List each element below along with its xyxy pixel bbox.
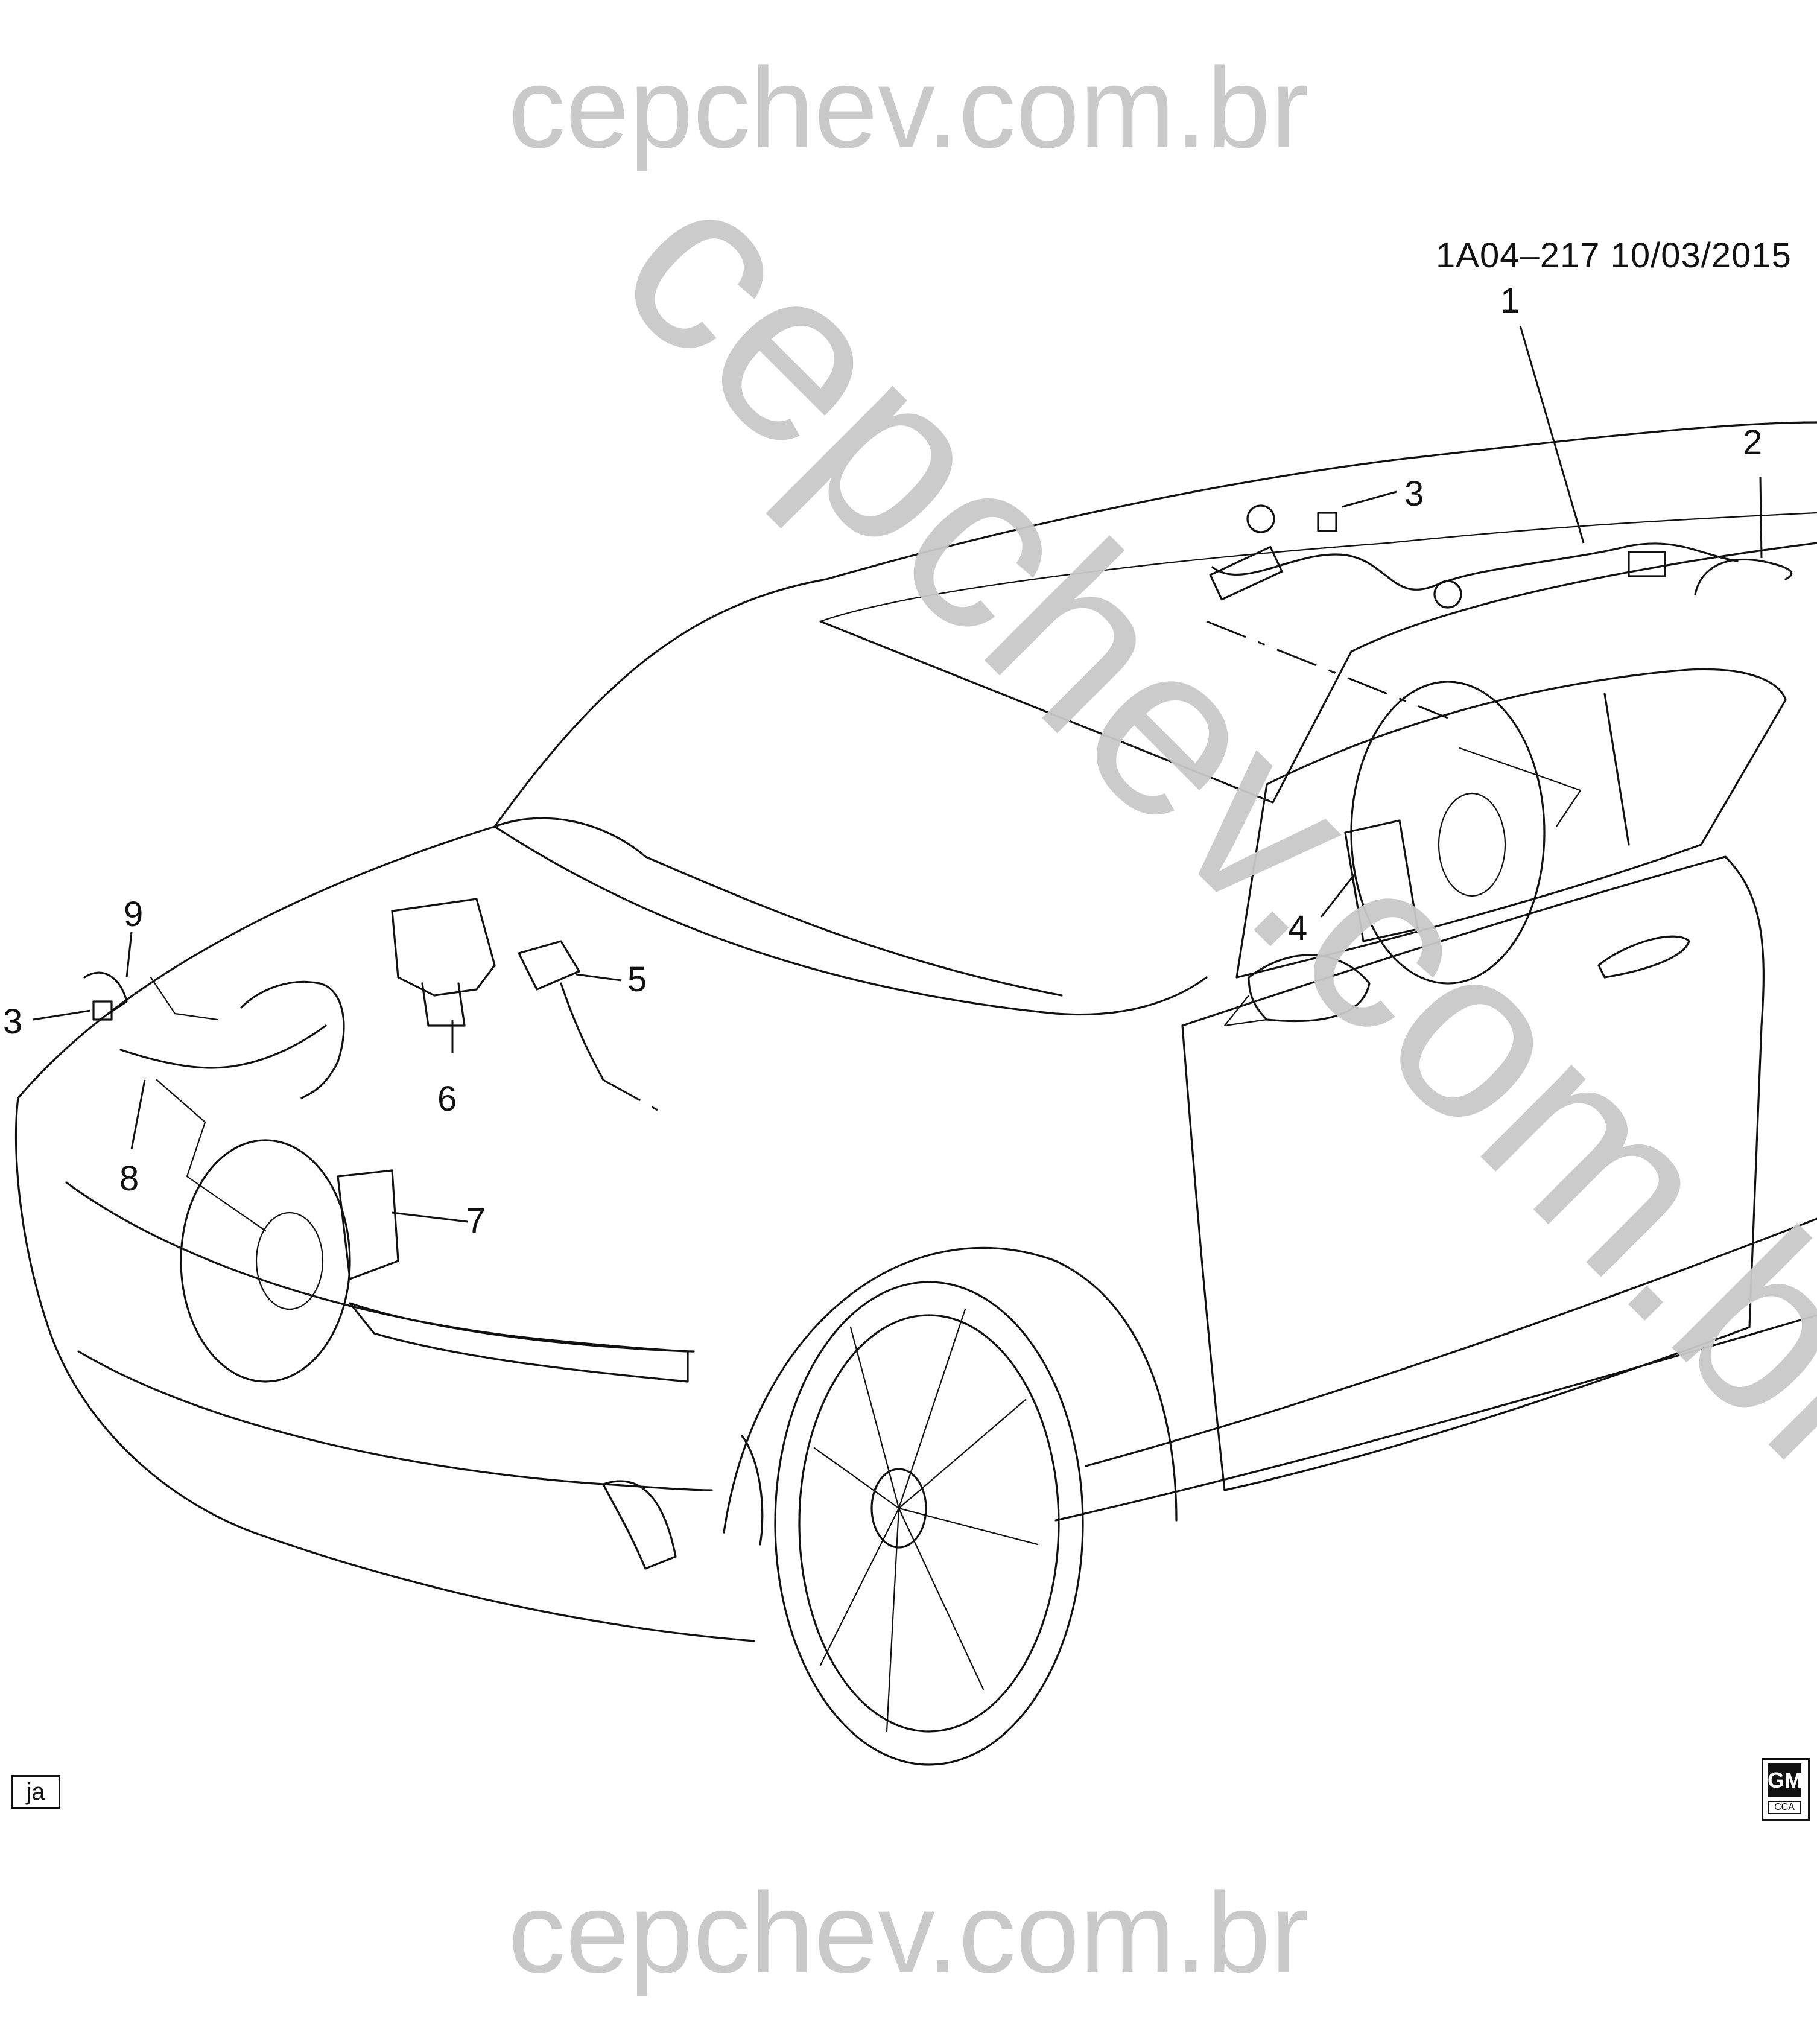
callout-8: 8 [119,1159,139,1198]
part-8-harness [119,1024,327,1069]
part-1-clip [1433,580,1462,609]
part-1-connector-a [1246,504,1275,533]
fog-lamp [602,1480,677,1570]
part-7-rotor [180,1139,351,1383]
part-4-rotor [1350,681,1546,985]
part-4-hub [1438,792,1506,897]
leader-4 [1320,874,1356,918]
grille-lower [77,1350,713,1491]
connection-line-front-clip [150,976,218,1021]
part-3-bolt-upper [1317,512,1337,532]
hood-line [17,817,1063,1099]
part-1-harness [1211,542,1739,591]
watermark-bottom: cepchev.com.br [508,1869,1309,1997]
leader-7 [392,1211,468,1223]
window-pillar [1603,693,1630,846]
mirror [1248,954,1371,1022]
callout-6: 6 [437,1079,457,1119]
side-window [1235,668,1787,979]
wheel-spokes [813,1308,1039,1733]
part-7-caliper [337,1169,399,1280]
wheel-hub [870,1468,927,1549]
leader-3-upper [1342,490,1397,508]
leader-1 [1519,325,1585,544]
a-pillar [1350,542,1817,653]
callout-5: 5 [627,960,647,999]
part-6-bracket [421,982,466,1027]
part-9-clip [83,971,128,1015]
leader-3-lower [33,1009,91,1021]
part-3-bolt-lower [92,1000,113,1021]
leader-5 [576,973,622,982]
drawing-reference: 1A04–217 10/03/2015 [1436,236,1792,275]
watermark-top: cepchev.com.br [508,44,1309,172]
rocker-panel [1054,1314,1817,1522]
callout-2: 2 [1743,423,1763,462]
callout-4: 4 [1288,909,1308,948]
part-1-sensor [1209,545,1283,601]
headlamp [349,1302,689,1383]
windshield-frame [819,620,1352,804]
callout-3-lower: 3 [3,1002,23,1041]
mirror-base [1223,994,1268,1027]
door-outline [1181,855,1765,1491]
windshield-base [493,825,1208,1016]
wheel-arch [723,1246,1178,1534]
callout-3-upper: 3 [1404,474,1424,513]
front-wheel [774,1281,1084,1766]
leader-8 [130,1079,146,1150]
leader-9 [125,932,133,978]
front-bumper [14,1097,755,1642]
artist-code: ja [26,1779,45,1805]
connection-line-front-sensor [156,1079,267,1232]
fender-vent [741,1435,764,1546]
gm-logo: GM CCA [1762,1758,1810,1821]
front-wheel-rim [798,1314,1060,1733]
callout-1: 1 [1500,281,1520,320]
gm-logo-sub: CCA [1768,1801,1801,1814]
callout-7: 7 [466,1201,486,1240]
part-2-harness [1694,558,1793,595]
part-6-module [391,898,496,997]
part-7-hub [255,1211,324,1310]
door-handle [1597,935,1690,979]
leader-2 [1759,476,1763,559]
artist-code-box: ja [11,1775,60,1809]
callout-9: 9 [124,895,144,934]
part-9-harness [240,980,345,1099]
roof-line [493,421,1817,828]
part-4-caliper [1344,819,1419,942]
part-1-connector-b [1628,551,1666,577]
connection-line-rear-brake [1459,747,1582,828]
connection-line-pedal [603,1079,658,1111]
a-pillar-inner [819,512,1817,623]
part-5-hose [560,982,604,1081]
part-5-actuator [518,940,580,991]
gm-logo-mark: GM [1768,1763,1803,1797]
body-side-line [1085,1217,1817,1467]
